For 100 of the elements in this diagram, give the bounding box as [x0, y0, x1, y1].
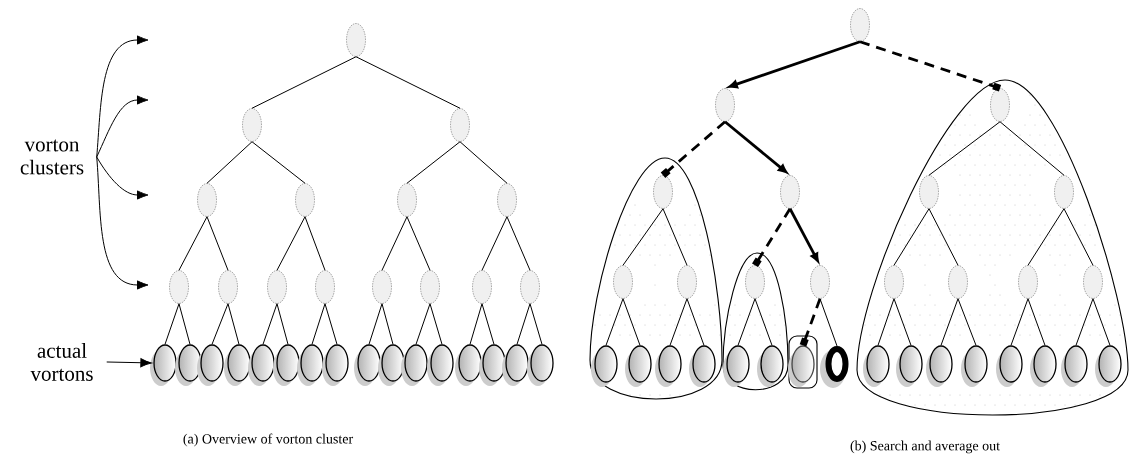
vorton-ellipse: [354, 344, 381, 386]
vorton-ellipse: [896, 345, 923, 387]
tree-edge: [622, 208, 664, 266]
cluster-ellipse: [315, 270, 335, 304]
tree-edge: [940, 298, 959, 346]
vorton-ellipse: [863, 345, 890, 387]
cluster-ellipse: [520, 270, 540, 304]
tree-edge: [622, 298, 641, 346]
tree-edge: [481, 216, 508, 271]
vorton-ellipse: [655, 345, 682, 387]
side-label: actual vortons: [30, 343, 93, 381]
tree-edge: [506, 216, 531, 271]
cluster-ellipse: [420, 270, 440, 304]
vorton-ellipse: [1095, 345, 1122, 387]
cluster-ellipse: [1083, 265, 1103, 299]
vorton-ellipse: [224, 344, 251, 386]
tree-edge: [819, 298, 838, 347]
tree-edge: [276, 303, 289, 345]
cluster-ellipse: [884, 265, 904, 299]
cluster-ellipse: [850, 8, 870, 42]
arrow: [96, 95, 149, 158]
vorton-ellipse: [479, 344, 506, 386]
arrow: [96, 35, 149, 158]
tree-edge: [999, 121, 1065, 176]
tree-edge: [304, 216, 326, 271]
tree-edge: [178, 216, 208, 271]
tree-edge: [368, 303, 383, 345]
tree-edge: [1075, 298, 1094, 346]
vorton-ellipse: [197, 344, 224, 386]
tree-edge: [529, 303, 543, 345]
tree-edge: [311, 303, 326, 345]
vorton-ellipse: [591, 345, 618, 387]
tree-edge: [355, 56, 461, 109]
cluster-ellipse: [1018, 265, 1038, 299]
vorton-ellipse: [427, 344, 454, 386]
vorton-ellipse: [926, 345, 953, 387]
tree-edge: [686, 298, 705, 346]
vorton-ellipse: [757, 345, 784, 387]
cluster-ellipse: [372, 270, 392, 304]
cluster-ellipse: [653, 175, 673, 209]
cluster-ellipse: [450, 108, 470, 142]
tree-edge: [481, 303, 495, 345]
caption: (b) Search and average out: [850, 440, 1000, 454]
arrow: [96, 156, 149, 200]
tree-edge: [516, 303, 531, 345]
vorton-ellipse: [322, 344, 349, 386]
vorton-ellipse: [175, 344, 202, 386]
cluster-ellipse: [919, 175, 939, 209]
arrow: [106, 358, 152, 368]
tree-edge: [227, 303, 240, 345]
tree-edge: [669, 298, 688, 346]
cluster-ellipse: [715, 88, 735, 122]
tree-edge: [276, 216, 306, 271]
tree-edge: [1010, 298, 1029, 346]
vorton-ellipse: [689, 345, 716, 387]
caption: (a) Overview of vorton cluster: [183, 433, 354, 447]
cluster-ellipse: [295, 183, 315, 217]
cluster-ellipse: [677, 265, 697, 299]
vorton-ellipse: [1061, 345, 1088, 387]
vorton-ellipse: [248, 344, 275, 386]
tree-edge: [415, 303, 431, 345]
cluster-ellipse: [745, 265, 765, 299]
tree-edge: [262, 303, 278, 345]
tree-edge: [429, 303, 443, 345]
tree-edge: [662, 208, 688, 266]
vorton-ellipse: [502, 344, 529, 386]
vorton-ellipse: [297, 344, 324, 386]
vorton-ellipse: [625, 345, 652, 387]
tree-edge: [381, 216, 408, 271]
cluster-ellipse: [169, 270, 189, 304]
vorton-ellipse: [150, 344, 177, 386]
side-label: vorton clusters: [20, 139, 84, 175]
cluster-ellipse: [780, 175, 800, 209]
tree-edge: [381, 303, 394, 345]
cluster-ellipse: [218, 270, 238, 304]
tree-edge: [406, 141, 461, 184]
tree-edge: [469, 303, 483, 345]
vorton-ellipse: [996, 345, 1023, 387]
vorton-ellipse: [788, 345, 815, 387]
tree-edge: [251, 141, 306, 184]
cluster-ellipse: [242, 108, 262, 142]
vorton-ellipse: [378, 344, 405, 386]
tree-edge: [1027, 208, 1065, 266]
arrow: [724, 120, 788, 174]
tree-edge: [164, 303, 180, 345]
tree-edge: [605, 298, 624, 346]
tree-edge: [459, 141, 508, 184]
vorton-ellipse: [961, 345, 988, 387]
cluster-ellipse: [613, 265, 633, 299]
vorton-ellipse: [1030, 345, 1057, 387]
tree-edge: [1027, 298, 1046, 346]
vorton-ring: [820, 346, 849, 388]
tree-edge: [877, 298, 895, 346]
cluster-ellipse: [197, 183, 217, 217]
cluster-ellipse: [990, 88, 1010, 122]
tree-edge: [1063, 208, 1094, 266]
tree-edge: [206, 141, 253, 184]
arrow: [728, 40, 861, 89]
tree-edge: [893, 298, 912, 346]
cluster-ellipse: [497, 183, 517, 217]
